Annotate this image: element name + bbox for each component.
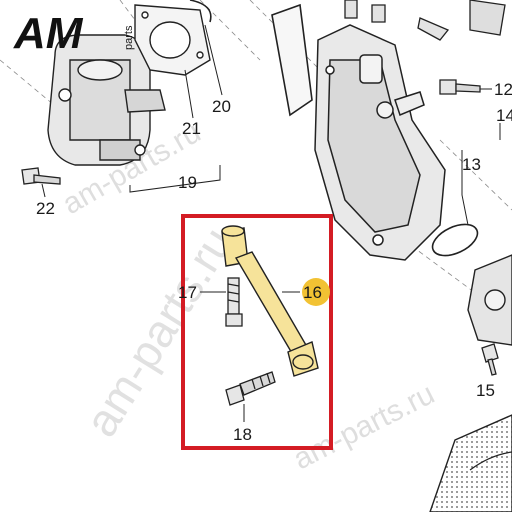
gasket-plate bbox=[134, 4, 211, 76]
leader-13 bbox=[461, 150, 469, 226]
logo-brand-text: AM bbox=[13, 9, 84, 58]
callout-16: 16 bbox=[303, 283, 322, 302]
highlight-frame bbox=[181, 214, 333, 450]
callout-22: 22 bbox=[36, 199, 55, 218]
sensor-parts-top bbox=[344, 0, 506, 41]
am-parts-logo: AM parts bbox=[13, 9, 135, 58]
watermark-main: am-parts.ru bbox=[74, 218, 243, 445]
bolt-22 bbox=[21, 167, 61, 185]
bolt-12 bbox=[439, 79, 481, 95]
thermostat-housing-right bbox=[467, 254, 512, 346]
callout-15: 15 bbox=[476, 381, 495, 400]
logo-suffix-text: parts bbox=[123, 25, 135, 50]
rectangular-gasket bbox=[271, 3, 313, 117]
callout-13: 13 bbox=[462, 155, 481, 174]
callout-17: 17 bbox=[178, 283, 197, 302]
leader-lines-left bbox=[41, 24, 223, 198]
callout-21: 21 bbox=[182, 119, 201, 138]
callout-18: 18 bbox=[233, 425, 252, 444]
watermark-secondary: am-parts.ru bbox=[288, 377, 440, 476]
filter-element bbox=[429, 414, 512, 512]
callout-14: 14 bbox=[496, 106, 512, 125]
o-ring-13 bbox=[431, 223, 479, 257]
callout-20: 20 bbox=[212, 97, 231, 116]
vacuum-pump-housing bbox=[47, 34, 166, 166]
oil-cooler-housing bbox=[314, 24, 446, 261]
support-bracket-16 bbox=[221, 225, 319, 377]
callout-badge-16 bbox=[302, 278, 330, 306]
bolt-15 bbox=[481, 343, 499, 376]
callout-19: 19 bbox=[178, 173, 197, 192]
bolt-17 bbox=[225, 277, 243, 327]
stud-bolt-18 bbox=[225, 371, 276, 406]
callout-12: 12 bbox=[494, 80, 512, 99]
o-ring-20 bbox=[189, 0, 212, 23]
